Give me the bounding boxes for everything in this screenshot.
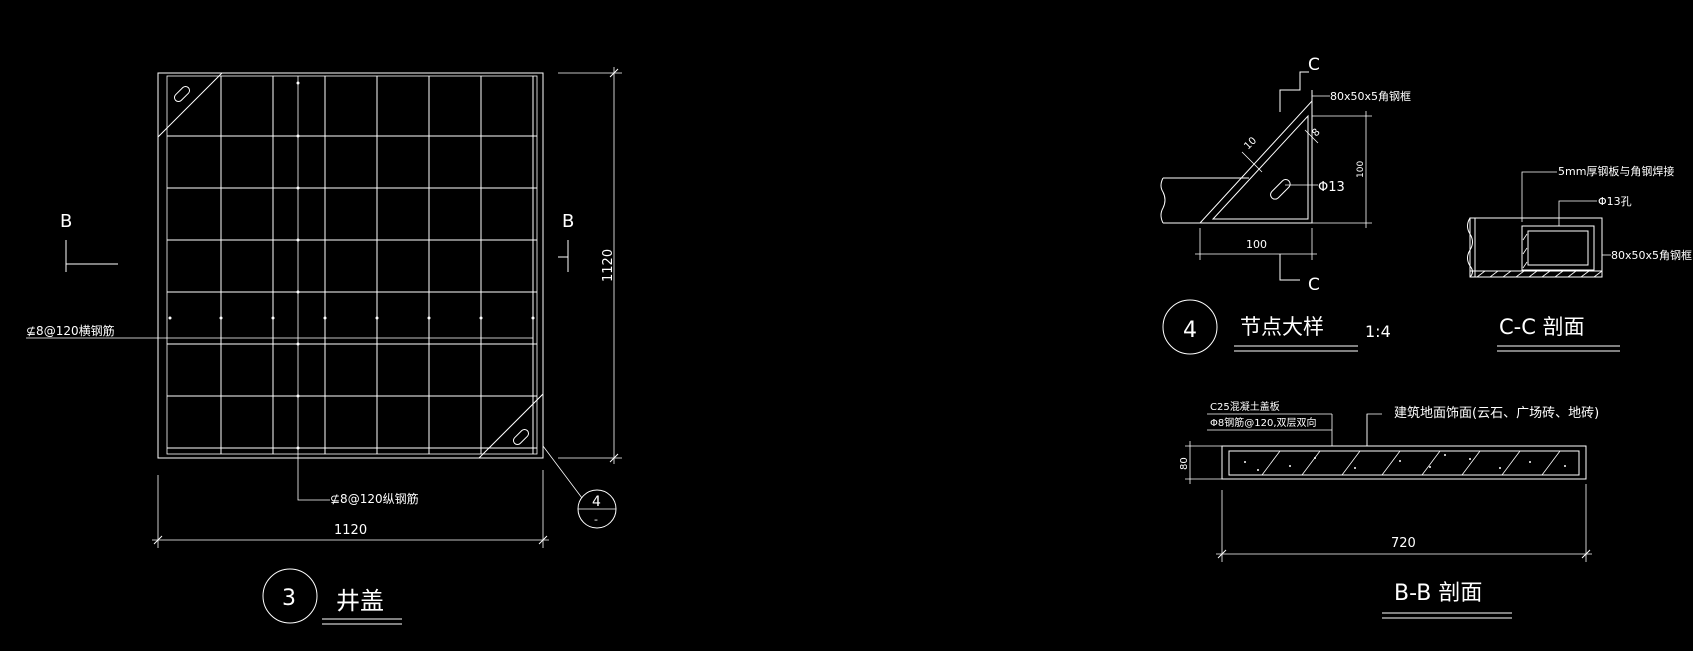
svg-text:80x50x5角钢框: 80x50x5角钢框 bbox=[1611, 249, 1692, 262]
cover-inner-frame bbox=[166, 75, 538, 455]
svg-text:井盖: 井盖 bbox=[336, 587, 384, 615]
svg-text:80: 80 bbox=[1179, 457, 1190, 470]
angle-steel-plate bbox=[1198, 99, 1313, 224]
svg-text:80x50x5角钢框: 80x50x5角钢框 bbox=[1330, 90, 1411, 103]
dimension-width: 1120 bbox=[152, 470, 549, 548]
rebar-vertical-leader: ⊈8@120纵钢筋 bbox=[297, 454, 419, 506]
detail-reference-4: 4 - bbox=[542, 445, 617, 529]
svg-text:⊈8@120横钢筋: ⊈8@120横钢筋 bbox=[26, 323, 115, 338]
svg-text:Φ13: Φ13 bbox=[1318, 180, 1345, 195]
concrete-hatch bbox=[1261, 450, 1561, 476]
corner-plate-top-left bbox=[157, 72, 224, 139]
svg-text:Φ13孔: Φ13孔 bbox=[1598, 195, 1632, 208]
title-block-3: 3 井盖 bbox=[262, 568, 402, 625]
svg-text:100: 100 bbox=[1246, 238, 1267, 251]
svg-text:100: 100 bbox=[1356, 161, 1366, 178]
svg-text:1:4: 1:4 bbox=[1365, 322, 1391, 341]
svg-text:3: 3 bbox=[282, 586, 296, 611]
svg-text:-: - bbox=[594, 513, 598, 526]
corner-hole-bottom-right bbox=[512, 428, 530, 446]
section-mark-left: B bbox=[60, 211, 118, 272]
section-mark-right: B bbox=[558, 211, 574, 272]
dimension-height: 1120 bbox=[558, 67, 622, 464]
section-c-top: C bbox=[1279, 55, 1320, 112]
svg-text:Φ8钢筋@120,双层双向: Φ8钢筋@120,双层双向 bbox=[1210, 416, 1317, 429]
rebar-dots bbox=[168, 81, 535, 450]
rebar-horizontal-leader: ⊈8@120横钢筋 bbox=[26, 323, 533, 339]
bb-slab bbox=[1221, 445, 1587, 480]
cc-outline bbox=[1469, 217, 1603, 278]
cover-outline bbox=[157, 72, 544, 459]
rebar-grid bbox=[167, 76, 537, 454]
svg-text:建筑地面饰面(云石、广场砖、地砖): 建筑地面饰面(云石、广场砖、地砖) bbox=[1394, 405, 1599, 421]
svg-text:C25混凝土盖板: C25混凝土盖板 bbox=[1210, 400, 1280, 413]
svg-text:节点大样: 节点大样 bbox=[1240, 315, 1324, 339]
svg-text:4: 4 bbox=[1183, 318, 1197, 343]
title-block-4: 4 节点大样 1:4 bbox=[1162, 299, 1391, 355]
svg-text:10: 10 bbox=[1242, 135, 1259, 152]
svg-text:B: B bbox=[60, 211, 72, 232]
svg-text:5mm厚钢板与角钢焊接: 5mm厚钢板与角钢焊接 bbox=[1558, 164, 1674, 178]
svg-text:4: 4 bbox=[592, 494, 601, 510]
svg-text:C: C bbox=[1308, 275, 1320, 295]
svg-text:B-B 剖面: B-B 剖面 bbox=[1394, 581, 1482, 606]
svg-text:1120: 1120 bbox=[334, 523, 367, 538]
section-bb: C25混凝土盖板 Φ8钢筋@120,双层双向 建筑地面饰面(云石、广场砖、地砖)… bbox=[1179, 400, 1599, 619]
svg-text:1120: 1120 bbox=[601, 249, 616, 282]
svg-text:⊈8@120纵钢筋: ⊈8@120纵钢筋 bbox=[330, 491, 419, 506]
corner-plate-bottom-right bbox=[477, 392, 544, 459]
node-detail-4: C C 80x50x5角钢框 10 8 100 Φ13 100 4 节点大样 bbox=[1160, 55, 1411, 355]
corner-hole-top-left bbox=[173, 85, 191, 103]
section-c-bottom: C bbox=[1279, 254, 1320, 295]
section-cc: 5mm厚钢板与角钢焊接 Φ13孔 80x50x5角钢框 C-C 剖面 bbox=[1467, 164, 1692, 352]
svg-text:C-C 剖面: C-C 剖面 bbox=[1499, 315, 1585, 339]
manhole-cover-plan: B B ⊈8@120横钢筋 ⊈8@120纵钢筋 1120 bbox=[26, 67, 622, 625]
svg-text:C: C bbox=[1308, 55, 1320, 75]
svg-text:720: 720 bbox=[1391, 536, 1416, 551]
svg-text:B: B bbox=[562, 211, 574, 232]
